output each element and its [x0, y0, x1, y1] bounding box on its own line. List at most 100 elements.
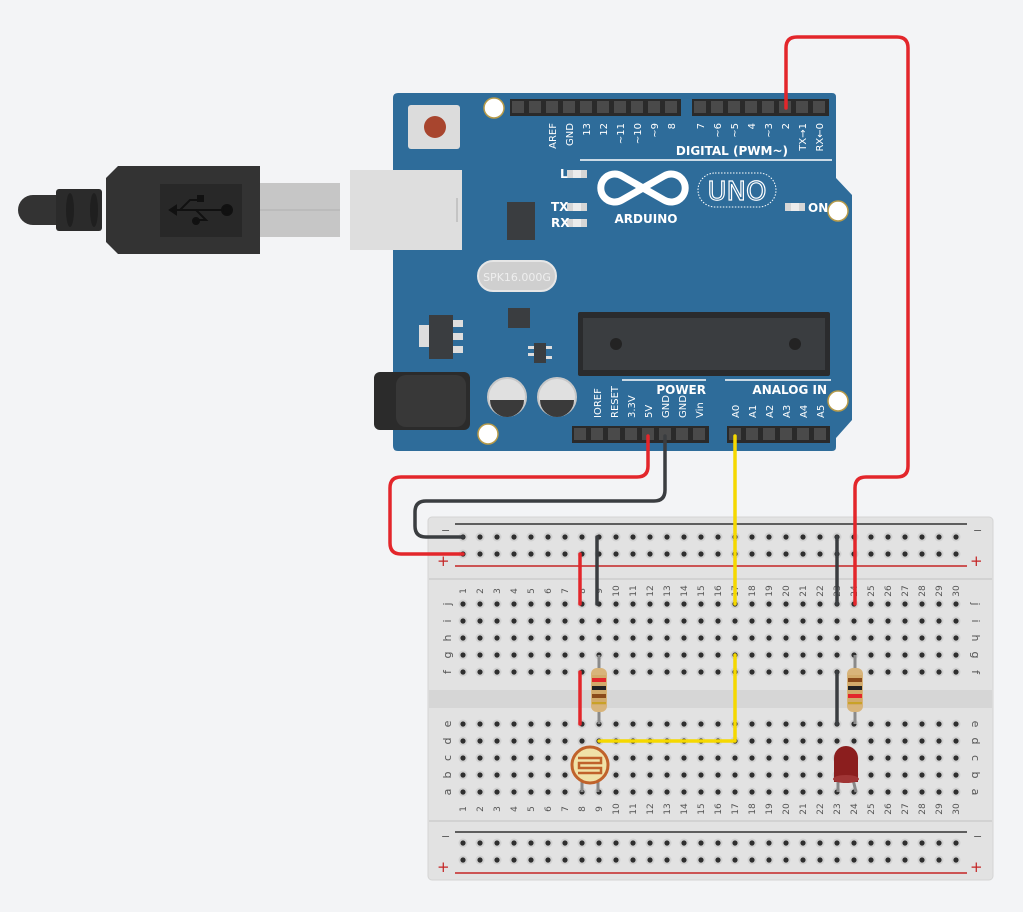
- breadboard-hole[interactable]: [494, 840, 500, 846]
- breadboard-hole[interactable]: [715, 669, 721, 675]
- breadboard-hole[interactable]: [732, 840, 738, 846]
- breadboard-hole[interactable]: [749, 534, 755, 540]
- breadboard-hole[interactable]: [647, 551, 653, 557]
- breadboard-hole[interactable]: [630, 534, 636, 540]
- breadboard-hole[interactable]: [511, 721, 517, 727]
- breadboard-hole[interactable]: [630, 601, 636, 607]
- breadboard-hole[interactable]: [596, 635, 602, 641]
- breadboard-hole[interactable]: [919, 652, 925, 658]
- breadboard-hole[interactable]: [766, 772, 772, 778]
- breadboard-hole[interactable]: [817, 772, 823, 778]
- breadboard-hole[interactable]: [613, 652, 619, 658]
- breadboard-hole[interactable]: [766, 618, 772, 624]
- breadboard-hole[interactable]: [749, 669, 755, 675]
- breadboard-hole[interactable]: [749, 652, 755, 658]
- breadboard-hole[interactable]: [715, 857, 721, 863]
- digital-left-pin[interactable]: [580, 101, 592, 113]
- breadboard-hole[interactable]: [800, 652, 806, 658]
- breadboard-hole[interactable]: [681, 755, 687, 761]
- analog-pin[interactable]: [746, 428, 758, 440]
- breadboard-hole[interactable]: [749, 755, 755, 761]
- breadboard-hole[interactable]: [511, 669, 517, 675]
- breadboard-hole[interactable]: [868, 840, 874, 846]
- breadboard-hole[interactable]: [885, 857, 891, 863]
- breadboard-hole[interactable]: [936, 669, 942, 675]
- breadboard-hole[interactable]: [783, 772, 789, 778]
- breadboard-hole[interactable]: [460, 789, 466, 795]
- breadboard-hole[interactable]: [783, 857, 789, 863]
- breadboard-hole[interactable]: [647, 721, 653, 727]
- breadboard-hole[interactable]: [630, 618, 636, 624]
- breadboard-hole[interactable]: [511, 635, 517, 641]
- breadboard-hole[interactable]: [919, 601, 925, 607]
- breadboard-hole[interactable]: [783, 755, 789, 761]
- breadboard-hole[interactable]: [783, 534, 789, 540]
- breadboard-hole[interactable]: [817, 635, 823, 641]
- breadboard-hole[interactable]: [545, 534, 551, 540]
- breadboard-hole[interactable]: [579, 635, 585, 641]
- breadboard-hole[interactable]: [528, 755, 534, 761]
- breadboard-hole[interactable]: [562, 840, 568, 846]
- breadboard-hole[interactable]: [681, 618, 687, 624]
- breadboard-hole[interactable]: [936, 618, 942, 624]
- breadboard-hole[interactable]: [545, 652, 551, 658]
- breadboard-hole[interactable]: [528, 789, 534, 795]
- breadboard-hole[interactable]: [681, 840, 687, 846]
- breadboard-hole[interactable]: [477, 772, 483, 778]
- breadboard-hole[interactable]: [698, 789, 704, 795]
- breadboard-hole[interactable]: [800, 551, 806, 557]
- breadboard-hole[interactable]: [868, 652, 874, 658]
- breadboard-hole[interactable]: [902, 601, 908, 607]
- breadboard-hole[interactable]: [800, 721, 806, 727]
- breadboard-hole[interactable]: [885, 635, 891, 641]
- breadboard-hole[interactable]: [613, 635, 619, 641]
- breadboard-hole[interactable]: [885, 840, 891, 846]
- breadboard-hole[interactable]: [715, 721, 721, 727]
- breadboard-hole[interactable]: [919, 635, 925, 641]
- breadboard-hole[interactable]: [545, 738, 551, 744]
- breadboard-hole[interactable]: [936, 789, 942, 795]
- breadboard-hole[interactable]: [528, 857, 534, 863]
- breadboard-hole[interactable]: [732, 772, 738, 778]
- breadboard-hole[interactable]: [596, 618, 602, 624]
- breadboard-hole[interactable]: [647, 618, 653, 624]
- breadboard-hole[interactable]: [664, 635, 670, 641]
- breadboard-hole[interactable]: [885, 618, 891, 624]
- breadboard-hole[interactable]: [902, 772, 908, 778]
- breadboard-hole[interactable]: [919, 618, 925, 624]
- breadboard-hole[interactable]: [511, 618, 517, 624]
- breadboard-hole[interactable]: [936, 534, 942, 540]
- breadboard-hole[interactable]: [545, 635, 551, 641]
- breadboard-hole[interactable]: [664, 721, 670, 727]
- breadboard-hole[interactable]: [545, 551, 551, 557]
- breadboard-hole[interactable]: [800, 601, 806, 607]
- breadboard-hole[interactable]: [749, 772, 755, 778]
- breadboard-hole[interactable]: [545, 840, 551, 846]
- breadboard-hole[interactable]: [528, 772, 534, 778]
- breadboard-hole[interactable]: [528, 601, 534, 607]
- breadboard-hole[interactable]: [681, 652, 687, 658]
- analog-pin[interactable]: [763, 428, 775, 440]
- breadboard-hole[interactable]: [528, 635, 534, 641]
- breadboard-hole[interactable]: [800, 789, 806, 795]
- breadboard-hole[interactable]: [698, 755, 704, 761]
- breadboard-hole[interactable]: [681, 534, 687, 540]
- red-led[interactable]: [833, 746, 859, 793]
- breadboard-hole[interactable]: [885, 789, 891, 795]
- breadboard-hole[interactable]: [817, 618, 823, 624]
- breadboard-hole[interactable]: [630, 652, 636, 658]
- breadboard-hole[interactable]: [902, 635, 908, 641]
- breadboard-hole[interactable]: [630, 721, 636, 727]
- breadboard-hole[interactable]: [511, 534, 517, 540]
- digital-left-pin[interactable]: [597, 101, 609, 113]
- breadboard-hole[interactable]: [919, 772, 925, 778]
- breadboard-hole[interactable]: [664, 652, 670, 658]
- breadboard-hole[interactable]: [545, 721, 551, 727]
- breadboard-hole[interactable]: [953, 789, 959, 795]
- breadboard-hole[interactable]: [783, 601, 789, 607]
- breadboard-hole[interactable]: [562, 857, 568, 863]
- breadboard-hole[interactable]: [715, 551, 721, 557]
- breadboard-hole[interactable]: [494, 635, 500, 641]
- breadboard-hole[interactable]: [528, 738, 534, 744]
- digital-right-pin[interactable]: [711, 101, 723, 113]
